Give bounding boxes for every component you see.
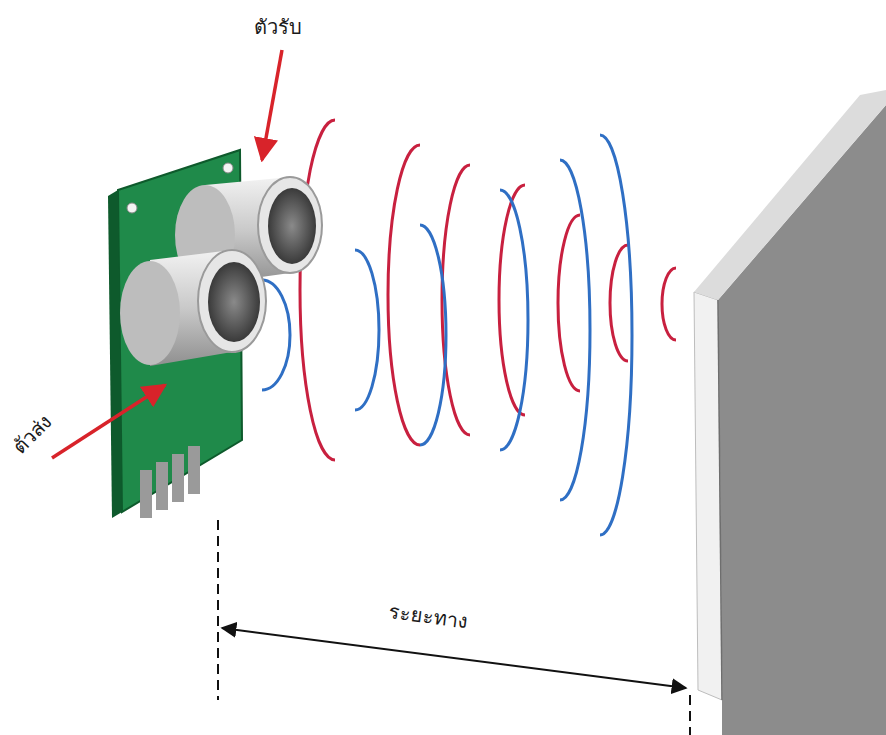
dimension-line xyxy=(689,695,691,735)
dimension-label: ระยะทาง xyxy=(383,598,473,634)
leader-arrow xyxy=(52,385,165,458)
dimension-line xyxy=(217,520,219,700)
leader-arrow xyxy=(262,50,282,160)
part-label: ตัวรับ xyxy=(250,14,306,40)
wall xyxy=(694,90,886,735)
part-label: ตัวส่ง xyxy=(4,406,61,463)
sensor-module xyxy=(108,150,322,518)
reflected-waves xyxy=(262,135,632,535)
distance-arrow xyxy=(222,628,686,688)
